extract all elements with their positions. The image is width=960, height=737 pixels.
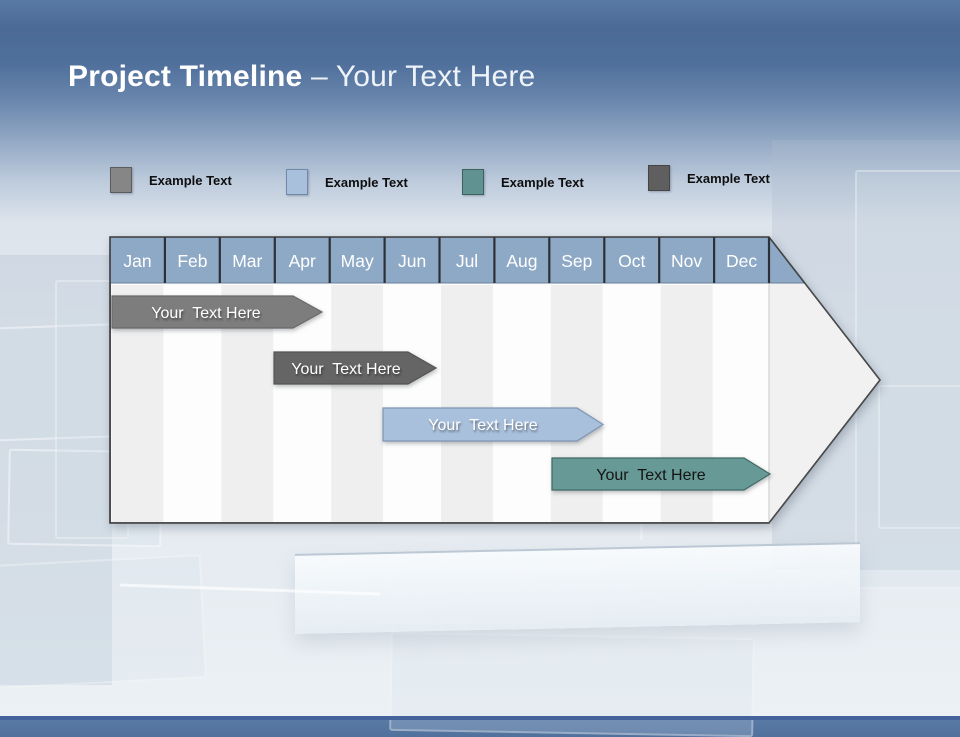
legend-item-teal: Example Text (462, 169, 584, 195)
month-label: May (341, 251, 374, 271)
month-header-band (110, 237, 880, 283)
legend-swatch-blue (286, 169, 308, 195)
task-bar-3 (382, 407, 605, 442)
ice-shade-left (0, 255, 112, 685)
ice-block (878, 385, 960, 529)
legend-swatch-teal (462, 169, 484, 195)
month-label: Jan (123, 251, 151, 271)
legend-label: Example Text (149, 172, 232, 188)
month-label: Apr (289, 251, 316, 271)
arrow-tip-region (769, 283, 880, 523)
month-label: Aug (506, 251, 537, 271)
month-label: Mar (232, 251, 262, 271)
ice-block (855, 170, 960, 589)
slide-title-bold: Project Timeline (68, 60, 303, 93)
task-bar-1 (111, 295, 324, 329)
legend-swatch-gray (110, 167, 132, 193)
bottom-accent-strip (0, 716, 960, 720)
month-label: Jun (398, 251, 426, 271)
task-bar-2-label: Your Text Here (291, 361, 401, 378)
month-stripe (331, 285, 384, 522)
task-bar-4-label: Your Text Here (596, 467, 706, 484)
month-label: Oct (618, 251, 645, 271)
task-bar-1-label: Your Text Here (151, 305, 261, 322)
timeline-diagram: Jan Feb Mar Apr May Jun Jul Aug Sep Oct … (109, 236, 882, 524)
month-label: Jul (456, 251, 478, 271)
task-bar-3-label: Your Text Here (428, 417, 538, 434)
legend-item-darkgray: Example Text (648, 165, 770, 191)
legend-item-gray: Example Text (110, 167, 232, 193)
legend-item-blue: Example Text (286, 169, 408, 195)
slide-title-rest: – Your Text Here (302, 60, 536, 93)
month-label: Sep (561, 251, 592, 271)
legend-label: Example Text (501, 174, 584, 190)
month-labels: Jan Feb Mar Apr May Jun Jul Aug Sep Oct … (123, 251, 757, 271)
slide-title: Project Timeline – Your Text Here (68, 60, 535, 94)
legend-swatch-darkgray (648, 165, 670, 191)
month-label: Dec (726, 251, 757, 271)
legend-label: Example Text (687, 170, 770, 186)
month-stripe (441, 285, 493, 522)
timeline-arrow-outline (110, 237, 880, 523)
month-separators (163, 237, 771, 283)
month-label: Feb (177, 251, 207, 271)
task-bar-4 (551, 457, 772, 491)
timeline-arrow-shape: Jan Feb Mar Apr May Jun Jul Aug Sep Oct … (109, 236, 882, 524)
month-label: Nov (671, 251, 702, 271)
task-bar-2 (273, 351, 438, 385)
task-bars: Your Text Here Your Text Here Your Text … (111, 295, 772, 491)
legend-label: Example Text (325, 174, 408, 190)
